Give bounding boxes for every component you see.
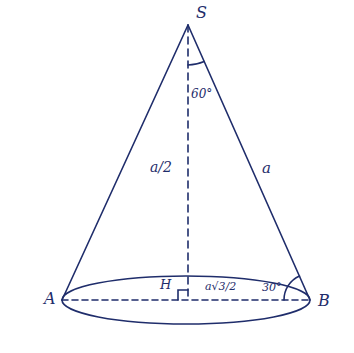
angle-arc (188, 62, 204, 65)
vertex-label: S (196, 4, 207, 22)
generator-line (62, 25, 188, 300)
angle-arc (284, 276, 300, 300)
angle-label: 60° (191, 88, 212, 101)
vertex-label: A (44, 290, 56, 308)
angle-label: 30° (262, 282, 282, 294)
point-label: H (160, 278, 171, 292)
length-label: a (262, 160, 271, 177)
generator-line (188, 25, 310, 300)
vertex-label: B (318, 292, 330, 310)
right-angle-mark (178, 290, 188, 300)
base-ellipse (62, 276, 310, 324)
length-label: a/2 (150, 160, 172, 175)
height-line (187, 25, 189, 300)
diameter-line (62, 299, 310, 301)
length-label: a√3/2 (205, 281, 236, 293)
